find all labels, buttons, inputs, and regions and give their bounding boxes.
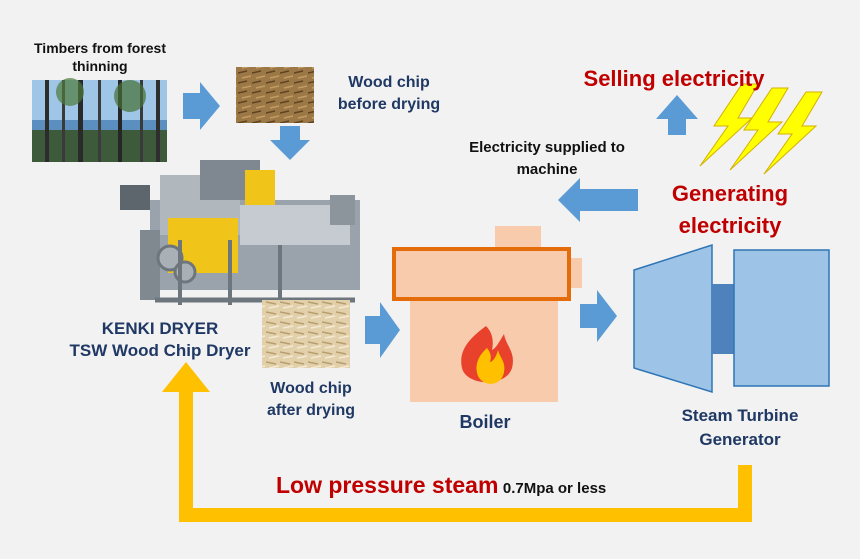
arrow-electricity-to-machine [558,178,638,222]
steam-arrow-head [162,362,210,392]
flame-icon [461,326,513,384]
dryer-machine [120,160,360,305]
turbine-label-line1: Steam Turbine [681,406,799,425]
steam-return-arrow [179,390,752,522]
arrow-selling-electricity [656,95,698,135]
arrow-chip-to-boiler [365,302,400,358]
wood-chip-after-photo [262,300,350,368]
wood-chip-before-photo [236,67,314,123]
lightning-icon [699,83,823,175]
timbers-label: Timbers from forest thinning [34,40,166,74]
timbers-photo [32,78,167,162]
dryer-label-line2: TSW Wood Chip Dryer [69,341,251,360]
steam-label: Low pressure steam [276,472,499,498]
turbine-label-line2: Generator [699,430,781,449]
dryer-label-line1: KENKI DRYER [101,319,219,338]
wood-chip-before-label: Wood chip before drying [337,74,441,113]
arrow-chip-to-dryer [270,126,310,160]
steam-spec-label: 0.7Mpa or less [502,480,607,497]
boiler-label: Boiler [459,412,511,432]
generating-electricity-label: Generating electricity [671,181,789,238]
electricity-supplied-label: Electricity supplied to machine [469,139,625,178]
selling-electricity-label: Selling electricity [583,66,765,91]
steam-turbine-generator [633,243,830,394]
arrow-timbers-to-chip [183,82,220,130]
wood-chip-after-label: Wood chip after drying [266,380,355,419]
arrow-boiler-to-turbine [580,290,617,342]
